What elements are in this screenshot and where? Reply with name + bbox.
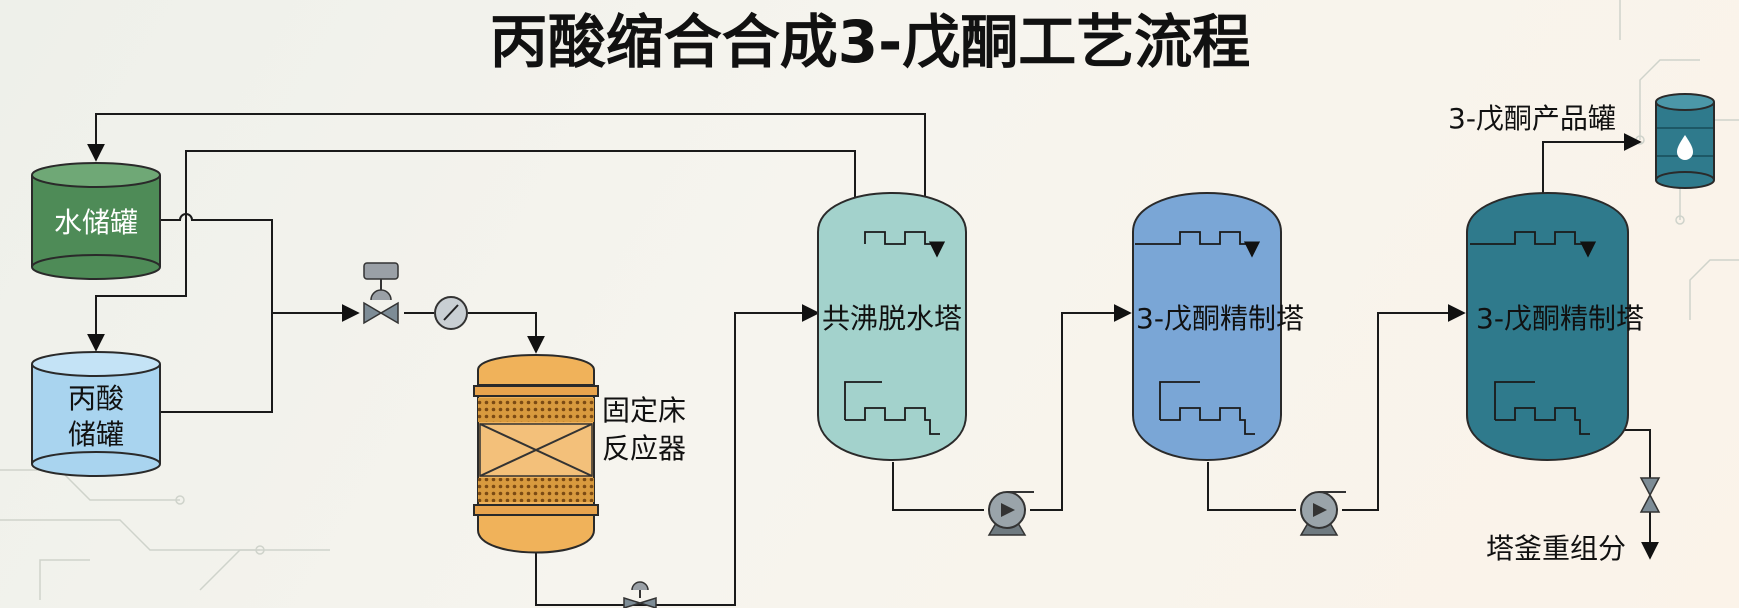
propionic-tank-label-line2: 储罐 — [68, 418, 124, 451]
gate-valve-icon[interactable] — [623, 581, 657, 608]
propionic-acid-storage-tank: 丙酸 储罐 — [31, 351, 161, 477]
pressure-gauge-icon — [434, 296, 468, 330]
water-storage-tank: 水储罐 — [31, 162, 161, 280]
pentanone-refining-column-2 — [1466, 192, 1629, 461]
product-tank-label: 3-戊酮产品罐 — [1448, 102, 1616, 135]
water-tank-label: 水储罐 — [54, 206, 138, 239]
diagram-title: 丙酸缩合合成3-戊酮工艺流程 — [490, 8, 1250, 76]
reactor-label-line2: 反应器 — [602, 432, 686, 465]
bottoms-label: 塔釜重组分 — [1486, 532, 1626, 565]
fixed-bed-reactor — [473, 354, 599, 554]
piping — [87, 113, 1659, 606]
column1-label: 共沸脱水塔 — [822, 302, 962, 335]
bottoms-gate-valve-icon[interactable] — [1639, 477, 1661, 513]
centrifugal-pump-icon[interactable] — [1299, 491, 1346, 536]
column3-label: 3-戊酮精制塔 — [1476, 302, 1644, 335]
column2-label: 3-戊酮精制塔 — [1136, 302, 1304, 335]
centrifugal-pump-icon[interactable] — [987, 491, 1034, 536]
azeotropic-dehydration-column — [817, 192, 967, 461]
propionic-tank-label-line1: 丙酸 — [68, 382, 124, 415]
oil-drop-icon — [1677, 135, 1693, 160]
reactor-label-line1: 固定床 — [602, 394, 686, 427]
pentanone-refining-column-1 — [1132, 192, 1282, 461]
control-valve-icon[interactable] — [363, 262, 399, 325]
product-storage-tank — [1655, 93, 1715, 189]
